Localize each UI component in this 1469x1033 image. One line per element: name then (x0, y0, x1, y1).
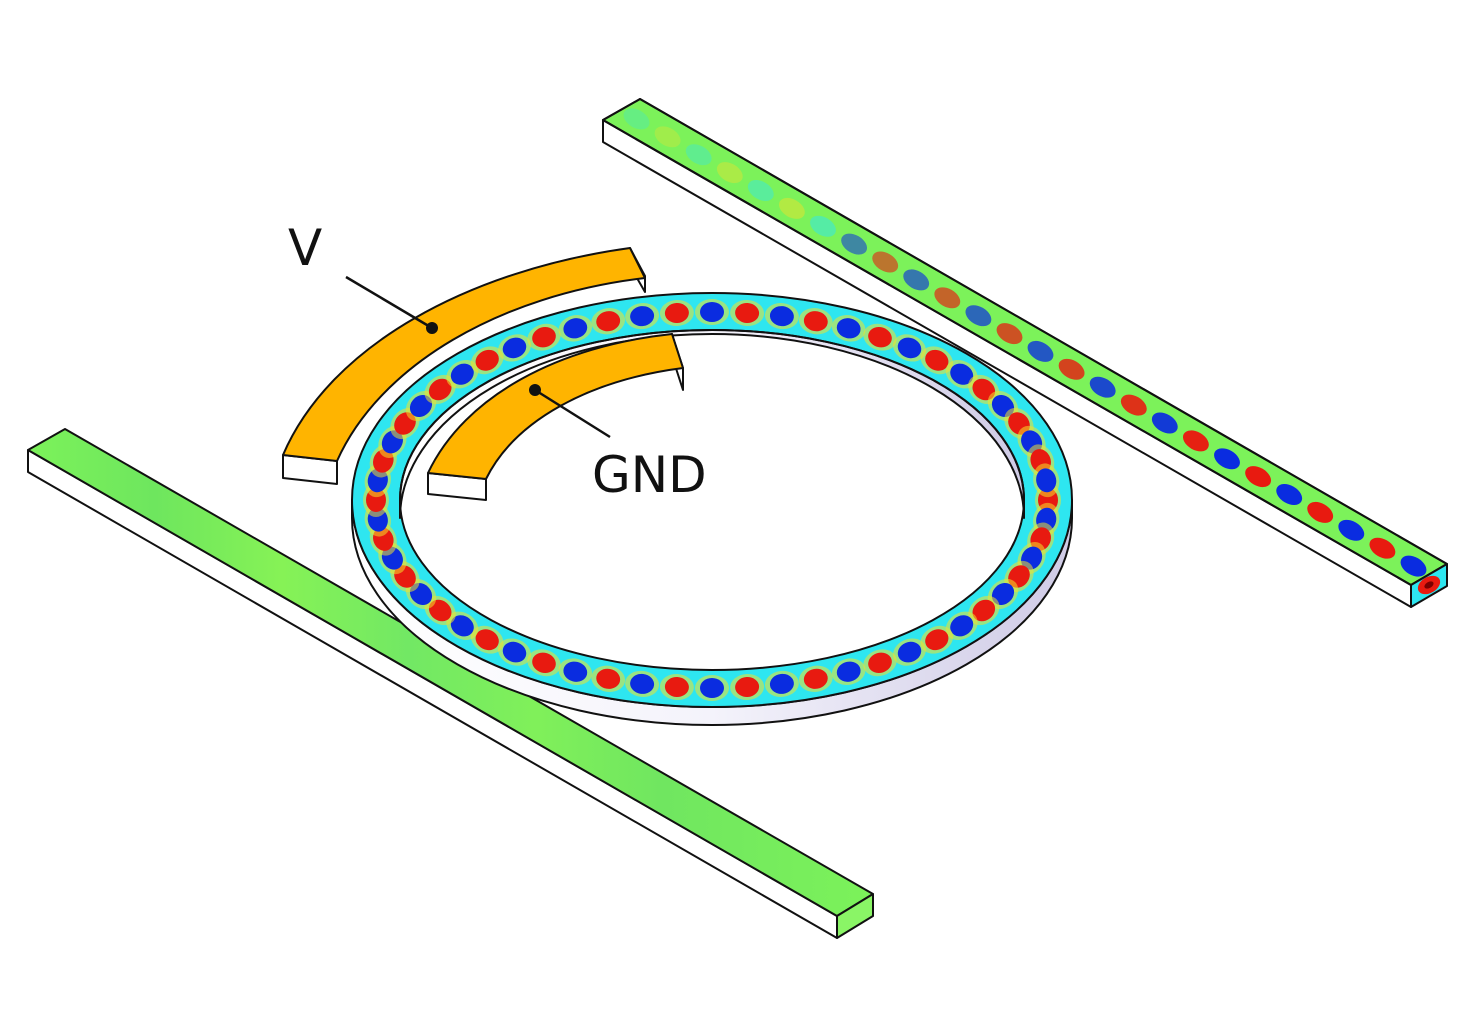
ring-field-antinode (475, 629, 499, 651)
bus-field-antinode (623, 108, 650, 130)
bus-field-antinode (872, 251, 899, 273)
bus-waveguide-top (602, 98, 1448, 608)
bus-waveguide-top-field-pattern (623, 108, 1427, 577)
ring-field-antinode (502, 337, 527, 359)
ring-outer-edge (351, 292, 1073, 708)
ring-inner-edge (399, 329, 1025, 671)
ring-field-antinode (868, 652, 892, 674)
ring-field-antinode (868, 326, 892, 348)
label-voltage-group: V (288, 219, 438, 334)
ring-field-antinode (700, 678, 724, 698)
bus-field-antinode (996, 323, 1023, 345)
ring-field-antinode (803, 311, 828, 332)
bus-field-antinode (685, 144, 712, 166)
ring-top-face (352, 293, 1072, 707)
bus-field-antinode (1245, 466, 1272, 488)
bus-field-antinode (716, 162, 743, 184)
ring-field-antinode (532, 652, 556, 674)
bus-field-antinode (1058, 358, 1085, 380)
bus-waveguide-bottom (27, 428, 874, 939)
ring-field-antinode (735, 676, 760, 698)
electrode-voltage-top-face (282, 247, 646, 462)
ring-field-antinode (991, 582, 1015, 606)
bus-field-antinode (747, 180, 774, 201)
bus-field-antinode (1338, 519, 1365, 541)
ring-field-antinode (836, 318, 861, 339)
ring-field-antinode (897, 337, 922, 359)
bus-field-antinode (1400, 555, 1427, 577)
leader-line-voltage (345, 275, 433, 330)
electrode-ground (427, 333, 684, 501)
leader-dot-voltage (426, 322, 438, 334)
bus-waveguide-bottom-end-face (836, 893, 874, 939)
ring-field-antinode (450, 615, 474, 637)
ring-field-antinode (700, 302, 724, 322)
ring-field-antinode (950, 363, 974, 385)
ring-field-antinode (803, 668, 828, 689)
bus-field-antinode (1182, 430, 1209, 452)
bus-field-antinode (934, 287, 961, 309)
bus-field-antinode (1089, 376, 1116, 398)
ring-resonator (351, 292, 1073, 726)
ring-field-antinode (630, 306, 655, 327)
leader-line-ground (534, 388, 611, 439)
ring-field-antinode (1036, 468, 1057, 493)
ring-field-antinode (897, 641, 922, 663)
ring-field-antinode (502, 641, 527, 663)
ring-field-antinode (769, 673, 794, 694)
bus-waveguide-top-side-wall (602, 119, 1412, 608)
bus-field-antinode (778, 197, 805, 219)
ring-field-antinode (769, 306, 794, 327)
ring-field-antinode (925, 629, 949, 651)
ring-field-antinode (596, 311, 621, 332)
ring-field-antinode (596, 668, 621, 689)
label-ground: GND (592, 446, 707, 504)
bus-field-antinode (810, 215, 836, 237)
ring-field-antinode (409, 394, 433, 418)
bus-field-antinode (903, 269, 930, 291)
bus-field-antinode (841, 233, 868, 255)
bus-field-antinode (1151, 412, 1178, 434)
ring-field-antinode (925, 349, 949, 371)
ring-field-antinode (972, 599, 996, 622)
electrode-voltage (282, 247, 646, 485)
ring-field-antinode (972, 378, 996, 401)
ring-field-antinode (836, 661, 861, 682)
bus-field-antinode (1307, 501, 1334, 523)
bus-field-antinode (654, 126, 681, 148)
ring-field-antinode (664, 676, 689, 698)
ring-field-antinode (428, 599, 452, 622)
bus-waveguide-top-mode-core (1424, 581, 1434, 589)
bus-field-antinode (1027, 340, 1054, 362)
ring-field-antinode (735, 302, 760, 324)
ring-field-antinode (563, 318, 588, 339)
ring-field-antinode (664, 302, 689, 324)
bus-field-antinode (1120, 394, 1147, 416)
label-voltage: V (288, 219, 322, 277)
ring-field-antinode (428, 378, 452, 401)
ring-field-antinode (450, 363, 474, 385)
ring-field-antinode (630, 673, 655, 694)
bus-field-antinode (1276, 484, 1303, 505)
ring-field-antinode (475, 349, 499, 371)
bus-field-antinode (965, 305, 992, 327)
ring-field-pattern (363, 299, 1061, 701)
ring-field-antinode (563, 661, 588, 682)
electrode-ground-top-face (427, 333, 684, 480)
bus-field-antinode (1214, 448, 1240, 470)
label-ground-group: GND (529, 384, 707, 504)
bus-field-antinode (1369, 537, 1396, 559)
ring-field-antinode (950, 615, 974, 637)
ring-field-antinode (532, 326, 556, 348)
leader-dot-ground (529, 384, 541, 396)
